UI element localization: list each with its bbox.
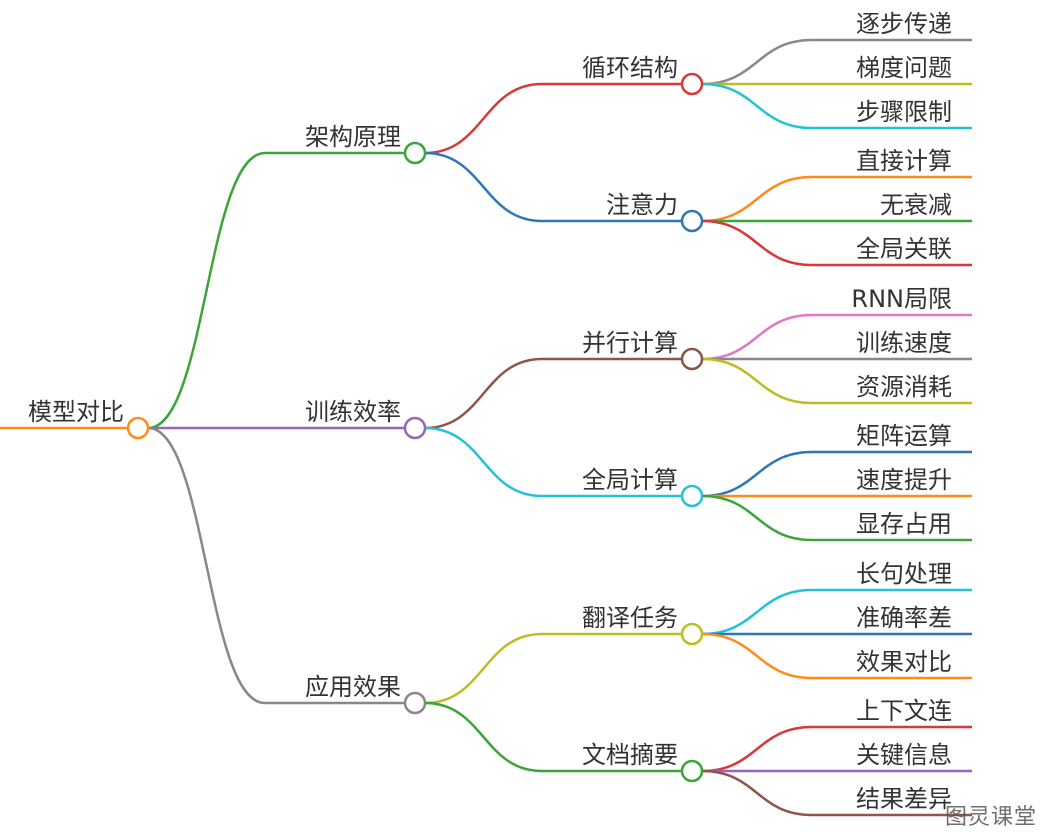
leaf-label-1-1-2: 梯度问题 [856, 54, 952, 82]
sub-node-3-2[interactable] [680, 759, 704, 783]
root-node[interactable] [126, 416, 150, 440]
sub-node-2-2[interactable] [680, 484, 704, 508]
sub-label-2-1: 并行计算 [582, 329, 678, 357]
leaf-label-2-1-2: 训练速度 [856, 329, 952, 357]
leaf-label-3-1-1: 长句处理 [856, 560, 952, 588]
mindmap-nodes [126, 72, 704, 783]
sub-node-1-1[interactable] [680, 72, 704, 96]
sub-label-3-1: 翻译任务 [582, 604, 678, 632]
leaf-edge-3-2-1 [701, 725, 813, 773]
sub-edge-3-1 [424, 632, 543, 705]
branch-label-2: 训练效率 [305, 398, 401, 426]
sub-label-1-2: 注意力 [606, 191, 678, 219]
sub-edge-3-2 [424, 701, 543, 773]
leaf-label-3-2-1: 上下文连 [856, 697, 952, 725]
branch-edge-3 [147, 426, 266, 705]
branch-edge-1 [147, 151, 266, 430]
leaf-label-2-2-2: 速度提升 [856, 466, 952, 494]
leaf-label-2-1-1: RNN局限 [851, 285, 952, 313]
leaf-label-1-2-3: 全局关联 [856, 235, 952, 263]
branch-node-2[interactable] [403, 416, 427, 440]
leaf-label-1-1-3: 步骤限制 [856, 98, 952, 126]
leaf-edge-2-1-3 [701, 357, 813, 405]
root-label: 模型对比 [28, 398, 124, 426]
sub-label-1-1: 循环结构 [582, 54, 678, 82]
sub-edge-1-1 [424, 82, 543, 155]
leaf-edge-1-2-1 [701, 175, 813, 223]
leaf-edge-1-2-3 [701, 219, 813, 267]
sub-node-3-1[interactable] [680, 622, 704, 646]
leaf-edge-2-2-3 [701, 494, 813, 542]
leaf-label-2-2-3: 显存占用 [856, 510, 952, 538]
sub-node-1-2[interactable] [680, 209, 704, 233]
leaf-label-3-1-2: 准确率差 [856, 604, 952, 632]
mindmap-edges [0, 38, 972, 817]
branch-label-1: 架构原理 [305, 123, 401, 151]
leaf-label-1-2-1: 直接计算 [856, 147, 952, 175]
leaf-label-2-2-1: 矩阵运算 [856, 422, 952, 450]
leaf-edge-3-1-1 [701, 588, 813, 636]
leaf-label-1-1-1: 逐步传递 [856, 10, 952, 38]
leaf-edge-1-1-3 [701, 82, 813, 130]
sub-edge-1-2 [424, 151, 543, 223]
leaf-edge-1-1-1 [701, 38, 813, 86]
leaf-label-1-2-2: 无衰减 [880, 191, 952, 219]
leaf-edge-3-1-3 [701, 632, 813, 680]
leaf-label-3-2-3: 结果差异 [856, 785, 952, 813]
branch-node-3[interactable] [403, 691, 427, 715]
leaf-edge-3-2-3 [701, 769, 813, 817]
watermark: 图灵课堂 [944, 805, 1037, 830]
sub-label-3-2: 文档摘要 [582, 741, 678, 769]
leaf-edge-2-2-1 [701, 450, 813, 498]
sub-edge-2-1 [424, 357, 543, 430]
sub-label-2-2: 全局计算 [582, 466, 678, 494]
sub-edge-2-2 [424, 426, 543, 498]
sub-node-2-1[interactable] [680, 347, 704, 371]
leaf-edge-2-1-1 [701, 313, 813, 361]
branch-label-3: 应用效果 [305, 673, 401, 701]
leaf-label-3-2-2: 关键信息 [856, 741, 952, 769]
leaf-label-3-1-3: 效果对比 [856, 648, 952, 676]
branch-node-1[interactable] [403, 141, 427, 165]
leaf-label-2-1-3: 资源消耗 [856, 373, 952, 401]
